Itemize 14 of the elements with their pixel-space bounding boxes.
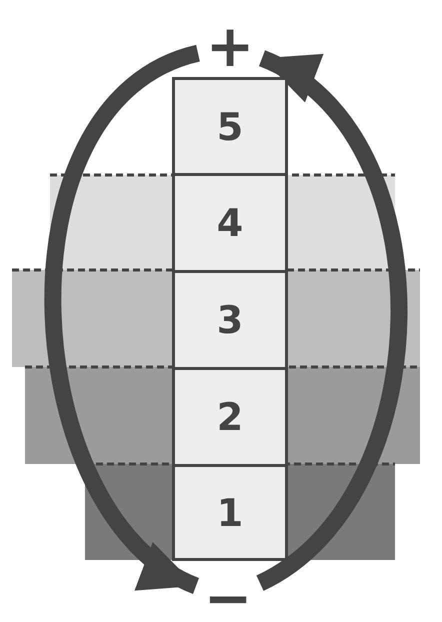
box-number: 5 <box>216 104 244 148</box>
box-number: 2 <box>216 395 244 439</box>
box-number: 1 <box>216 490 244 534</box>
numbered-box <box>172 173 288 273</box>
numbered-box <box>172 367 288 467</box>
curved-arrow <box>255 50 408 590</box>
box-number: 3 <box>216 298 244 342</box>
numbered-box <box>172 270 288 370</box>
curved-arrow <box>44 45 202 594</box>
numbered-box <box>172 464 288 561</box>
polarity-sign: + <box>198 18 262 74</box>
polarity-sign: − <box>196 582 260 614</box>
box-number: 4 <box>216 201 244 245</box>
numbered-box <box>172 77 288 176</box>
